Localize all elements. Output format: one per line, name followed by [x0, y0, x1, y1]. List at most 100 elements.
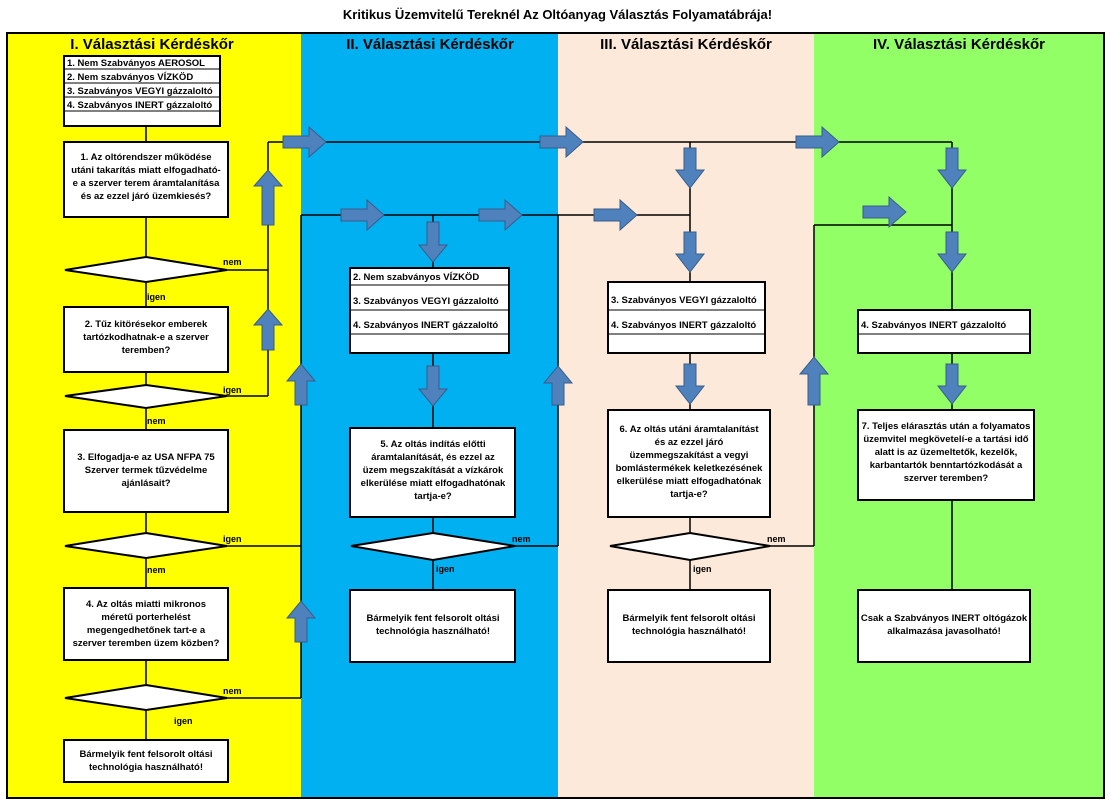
arrow-down-3	[674, 147, 706, 189]
label-no: nem	[147, 416, 166, 426]
arrow-right-2	[539, 125, 584, 159]
list-item: 4. Szabványos INERT gázzaloltó	[353, 320, 498, 331]
column-3-list-box: 3. Szabványos VEGYI gázzaloltó 4. Szabvá…	[607, 281, 766, 354]
label-no: nem	[512, 534, 531, 544]
question-6-line: bomlástermékek keletkezésének	[616, 463, 764, 474]
question-1-line: és az ezzel járó üzemkiesés?	[81, 191, 212, 202]
result-1-line: Bármelyik fent felsorolt oltási	[79, 749, 212, 760]
question-5-line: tartja-e?	[414, 491, 452, 502]
result-3-line: technológia használható!	[632, 626, 746, 637]
arrow-down-6	[936, 147, 968, 189]
question-4-line: méretű porterhelést	[101, 612, 191, 623]
question-box-4: 4. Az oltás miatti mikronos méretű porte…	[63, 587, 229, 661]
decision-diamond-5	[350, 531, 516, 562]
question-5-line: áramtalanítását, és ezzel az	[371, 452, 495, 463]
decision-diamond-1	[64, 255, 228, 284]
label-no: nem	[223, 686, 242, 696]
question-4-line: szerver teremben üzem közben?	[73, 638, 220, 649]
question-1-line: 1. Az oltórendszer működése	[80, 152, 211, 163]
question-5-line: üzem megszakítását a vízkárok	[363, 465, 504, 476]
question-7-line: szerver teremben?	[904, 473, 989, 484]
question-4-line: 4. Az oltás miatti mikronos	[86, 599, 206, 610]
question-2-line: teremben?	[122, 345, 171, 356]
question-6-line: elkerülése miatt elfogadhatónak	[617, 476, 762, 487]
list-item: 2. Nem szabványos VÍZKÖD	[67, 72, 193, 83]
column-1-header: I. Választási Kérdéskőr	[70, 36, 234, 53]
question-box-5: 5. Az oltás indítás előtti áramtalanítás…	[349, 427, 516, 518]
list-item: 1. Nem Szabványos AEROSOL	[67, 58, 205, 69]
flow-arrows	[252, 125, 968, 643]
result-4-line: alkalmazása javasolható!	[887, 626, 1001, 637]
result-4-line: Csak a Szabványos INERT oltógázok	[861, 613, 1028, 624]
arrow-down-7	[936, 231, 968, 273]
label-yes: igen	[174, 716, 193, 726]
question-box-2: 2. Tűz kitörésekor emberek tartózkodhatn…	[63, 306, 229, 373]
list-item: 4. Szabványos INERT gázzaloltó	[861, 320, 1006, 331]
question-1-line: utáni takarítás miatt elfogadható-	[71, 165, 220, 176]
result-2-line: Bármelyik fent felsorolt oltási	[366, 613, 499, 624]
arrow-right-3	[795, 125, 840, 159]
question-4-line: megengedhetőnek tart-e a	[87, 625, 206, 636]
result-3-line: Bármelyik fent felsorolt oltási	[622, 613, 755, 624]
column-1-list-box: 1. Nem Szabványos AEROSOL 2. Nem szabván…	[63, 55, 221, 127]
column-4-header: IV. Választási Kérdéskőr	[873, 36, 1045, 53]
page-title: Kritikus Üzemvitelű Tereknél Az Oltóanya…	[342, 7, 773, 22]
arrow-up-1	[252, 169, 284, 226]
question-7-line: karbantartók benntartózkodását a	[870, 460, 1023, 471]
arrow-right-4	[340, 198, 385, 232]
decision-diamond-2	[64, 383, 228, 410]
question-6-line: 6. Az oltás utáni áramtalanítást	[619, 424, 759, 435]
question-2-line: tartózkodhatnak-e a szerver	[83, 332, 209, 343]
list-item: 3. Szabványos VEGYI gázzaloltó	[353, 296, 499, 307]
arrow-down-1	[417, 221, 449, 263]
result-box-4: Csak a Szabványos INERT oltógázok alkalm…	[857, 589, 1031, 663]
label-yes: igen	[693, 564, 712, 574]
list-item: 4. Szabványos INERT gázzaloltó	[611, 320, 756, 331]
result-2-line: technológia használható!	[376, 626, 490, 637]
question-3-line: ajánlásait?	[121, 478, 170, 489]
arrow-up-5	[542, 365, 574, 406]
result-box-1: Bármelyik fent felsorolt oltási technoló…	[63, 739, 229, 783]
question-6-line: tartja-e?	[670, 489, 708, 500]
label-yes: igen	[223, 385, 242, 395]
result-box-3: Bármelyik fent felsorolt oltási technoló…	[607, 589, 771, 663]
question-3-line: 3. Elfogadja-e az USA NFPA 75	[77, 452, 215, 463]
question-7-line: üzemvitel megkövetelí-e a tartási idő	[863, 434, 1028, 445]
arrow-down-2	[417, 365, 449, 407]
question-box-6: 6. Az oltás utáni áramtalanítást és az e…	[607, 409, 771, 518]
label-yes: igen	[147, 292, 166, 302]
arrow-down-5	[674, 363, 706, 405]
arrow-down-8	[936, 363, 968, 405]
column-2-list-box: 2. Nem szabványos VÍZKÖD 3. Szabványos V…	[349, 267, 510, 354]
label-no: nem	[147, 565, 166, 575]
label-yes: igen	[436, 564, 455, 574]
column-4-list-box: 4. Szabványos INERT gázzaloltó	[857, 309, 1031, 354]
arrow-up-4	[285, 600, 317, 643]
column-3-header: III. Választási Kérdéskőr	[600, 36, 772, 53]
label-yes: igen	[223, 534, 242, 544]
column-2-background	[301, 33, 558, 798]
arrow-right-7	[862, 195, 907, 229]
question-2-line: 2. Tűz kitörésekor emberek	[85, 319, 208, 330]
question-6-line: üzemmegszakítást a vegyi	[630, 450, 749, 461]
result-box-2: Bármelyik fent felsorolt oltási technoló…	[349, 589, 516, 663]
list-item: 4. Szabványos INERT gázzaloltó	[67, 100, 212, 111]
label-no: nem	[223, 257, 242, 267]
arrow-right-1	[282, 125, 327, 159]
column-2-header: II. Választási Kérdéskőr	[346, 36, 514, 53]
decision-diamond-3	[64, 531, 228, 560]
decision-diamond-4	[64, 683, 228, 712]
question-7-line: alatt is az üzemeltetők, kezelők,	[875, 447, 1018, 458]
question-3-line: Szerver termek tűzvédelme	[85, 465, 208, 476]
question-box-7: 7. Teljes elárasztás után a folyamatos ü…	[857, 409, 1035, 501]
arrow-right-6	[593, 198, 638, 232]
question-7-line: 7. Teljes elárasztás után a folyamatos	[862, 421, 1031, 432]
arrow-up-2	[252, 308, 284, 351]
question-1-line: e a szerver terem áramtalanítása	[73, 178, 221, 189]
list-item: 2. Nem szabványos VÍZKÖD	[353, 272, 479, 283]
list-item: 3. Szabványos VEGYI gázzaloltó	[67, 86, 213, 97]
list-item: 3. Szabványos VEGYI gázzaloltó	[611, 295, 757, 306]
question-box-3: 3. Elfogadja-e az USA NFPA 75 Szerver te…	[63, 429, 229, 513]
